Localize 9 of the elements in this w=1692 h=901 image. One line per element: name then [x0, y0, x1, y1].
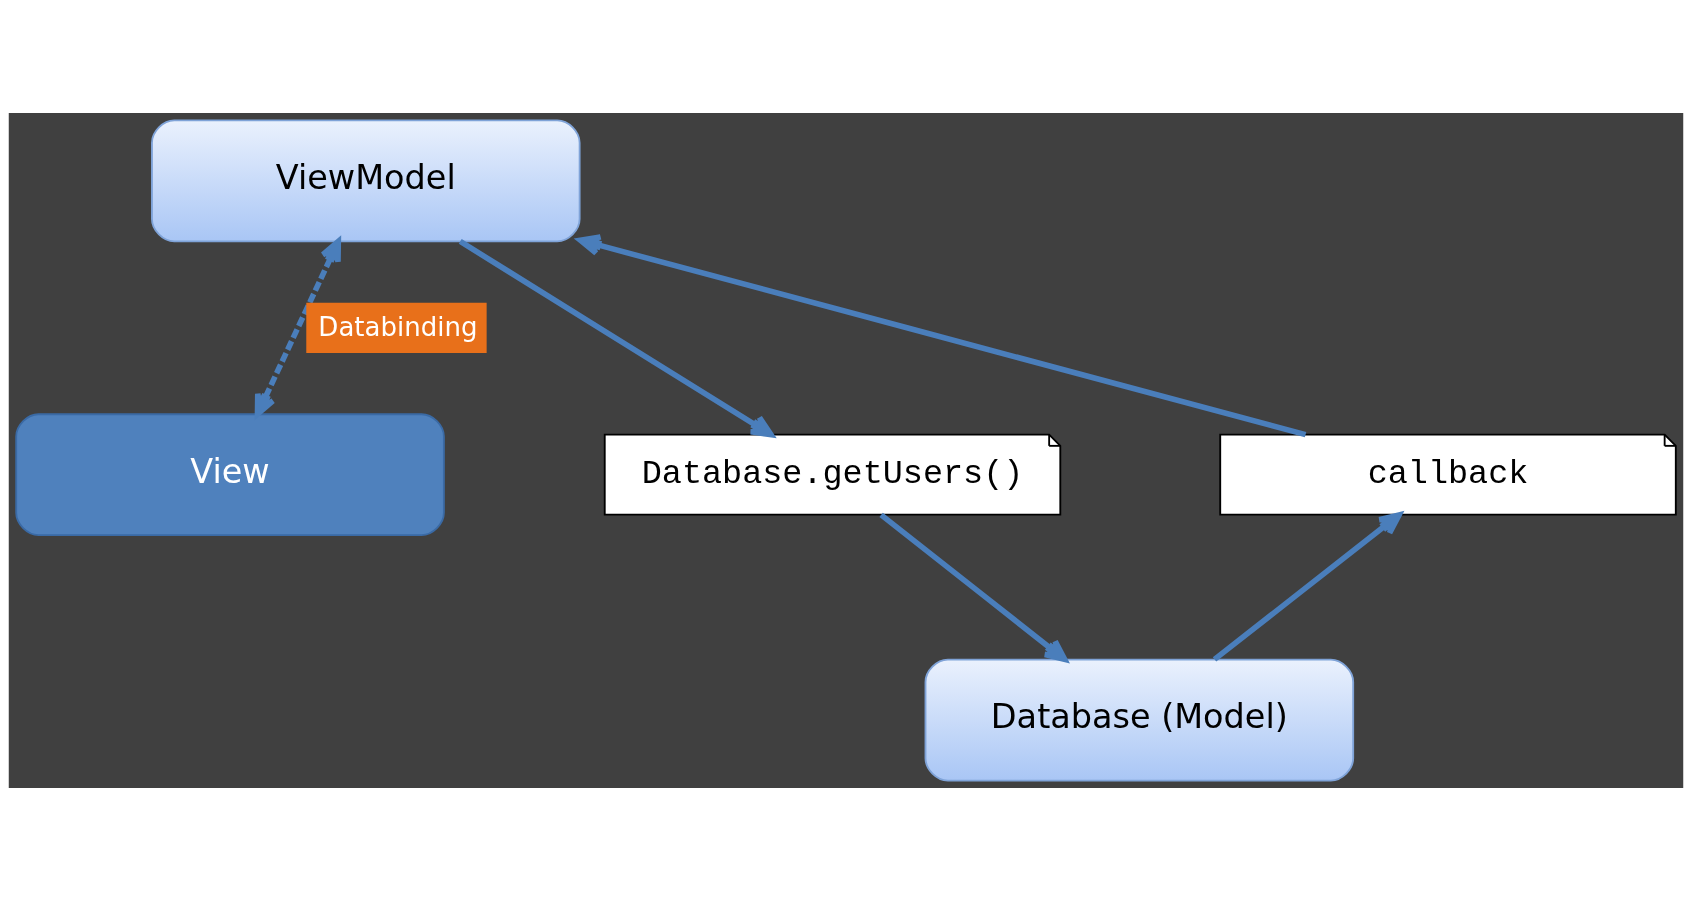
arrow: [254, 238, 342, 417]
node-box: View: [15, 413, 445, 537]
node-box: Database (Model): [924, 658, 1355, 782]
node-box: ViewModel: [151, 119, 581, 243]
arrow: [1212, 512, 1402, 662]
arrow: [458, 239, 774, 438]
edge-label: Databinding: [318, 311, 478, 342]
arrow: [577, 234, 1307, 438]
arrow: [879, 512, 1068, 663]
